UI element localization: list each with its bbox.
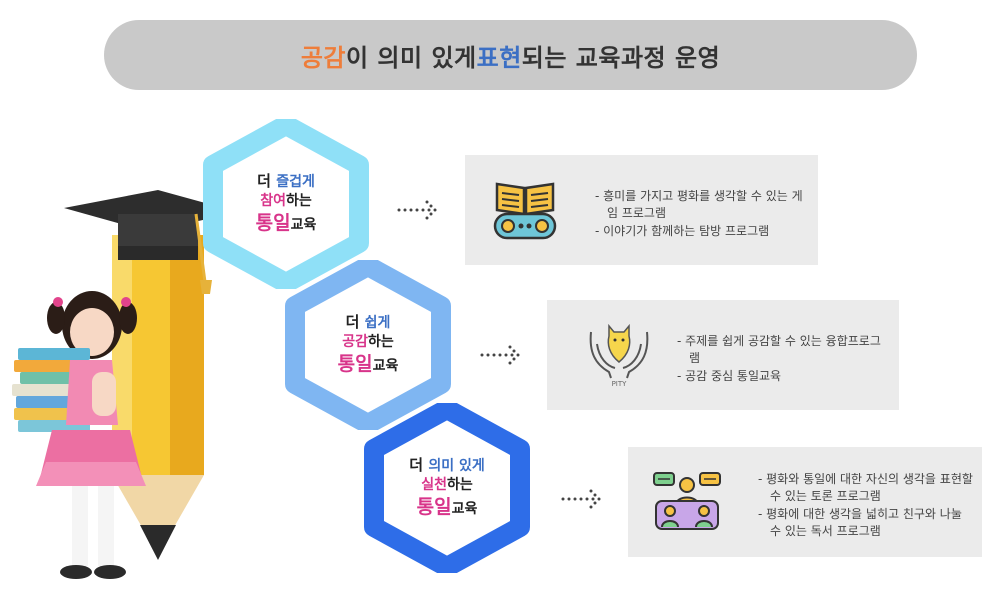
hexagon-shape <box>285 260 451 430</box>
book-gamepad-icon <box>493 182 557 240</box>
discussion-icon <box>653 472 721 530</box>
pencil-girl-illustration <box>12 190 238 579</box>
hexagon-text: 더 의미 있게 실천하는 통일교육 <box>362 403 532 573</box>
hexagon-text: 더 쉽게 공감하는 통일교육 <box>283 260 453 430</box>
hexagon-fun-participation: 더 즐겁게 참여하는 통일교육 <box>201 119 371 289</box>
hex-word-doing: 하는 <box>447 477 473 494</box>
title-highlight-expression: 표현 <box>476 43 522 72</box>
program-item: - 흥미를 가지고 평화를 생각할 수 있는 게임 프로그램 <box>595 189 803 221</box>
hexagon-easy-empathy: 더 쉽게 공감하는 통일교육 <box>283 260 453 430</box>
title-text-1: 이 의미 있게 <box>346 43 477 72</box>
hex-word-verb: 공감 <box>342 334 368 351</box>
pity-hands-icon: PITY <box>589 323 649 388</box>
dotted-arrow-icon <box>480 345 520 365</box>
hex-word-adverb: 즐겁게 <box>276 174 315 191</box>
hex-word-verb: 실천 <box>421 477 447 494</box>
hex-word-unification: 통일 <box>337 353 373 376</box>
program-card-games: - 흥미를 가지고 평화를 생각할 수 있는 게임 프로그램 - 이야기가 함께… <box>465 155 818 265</box>
program-card-discussion: - 평화와 통일에 대한 자신의 생각을 표현할 수 있는 토론 프로그램 - … <box>628 447 982 557</box>
program-item: - 이야기가 함께하는 탐방 프로그램 <box>595 223 770 238</box>
title-highlight-empathy: 공감 <box>300 43 346 72</box>
hexagon-meaningful-practice: 더 의미 있게 실천하는 통일교육 <box>362 403 532 573</box>
hex-word-adverb: 의미 있게 <box>428 458 485 475</box>
pity-label: PITY <box>612 380 628 388</box>
program-list: - 평화와 통일에 대한 자신의 생각을 표현할 수 있는 토론 프로그램 - … <box>758 471 976 541</box>
hex-word-verb: 참여 <box>260 193 286 210</box>
program-item: - 평화와 통일에 대한 자신의 생각을 표현할 수 있는 토론 프로그램 <box>758 472 973 504</box>
hex-word-education: 교육 <box>372 358 399 375</box>
dotted-arrow-icon <box>561 489 601 509</box>
title-text-2: 되는 교육과정 운영 <box>521 43 721 72</box>
hexagon-text: 더 즐겁게 참여하는 통일교육 <box>201 119 371 289</box>
hexagon-shape <box>203 119 369 289</box>
hex-word-adverb: 쉽게 <box>364 315 391 332</box>
program-item: - 공감 중심 통일교육 <box>677 368 782 383</box>
hex-word-more: 더 <box>257 172 277 191</box>
program-list: - 흥미를 가지고 평화를 생각할 수 있는 게임 프로그램 - 이야기가 함께… <box>595 188 805 240</box>
program-item: - 주제를 쉽게 공감할 수 있는 융합프로그램 <box>677 334 881 366</box>
hex-word-more: 더 <box>345 313 365 332</box>
hex-word-unification: 통일 <box>255 212 291 235</box>
hex-word-education: 교육 <box>290 217 317 234</box>
program-list: - 주제를 쉽게 공감할 수 있는 융합프로그램 - 공감 중심 통일교육 <box>677 333 887 385</box>
hex-word-education: 교육 <box>451 501 478 518</box>
program-card-empathy: PITY - 주제를 쉽게 공감할 수 있는 융합프로그램 - 공감 중심 통일… <box>547 300 899 410</box>
hex-word-more: 더 <box>409 456 429 475</box>
hex-word-doing: 하는 <box>286 193 312 210</box>
hex-word-doing: 하는 <box>368 334 394 351</box>
dotted-arrow-icon <box>397 200 437 220</box>
program-item: - 평화에 대한 생각을 넓히고 친구와 나눌 수 있는 독서 프로그램 <box>758 506 962 539</box>
hex-word-unification: 통일 <box>416 496 452 519</box>
hexagon-shape <box>364 403 530 573</box>
